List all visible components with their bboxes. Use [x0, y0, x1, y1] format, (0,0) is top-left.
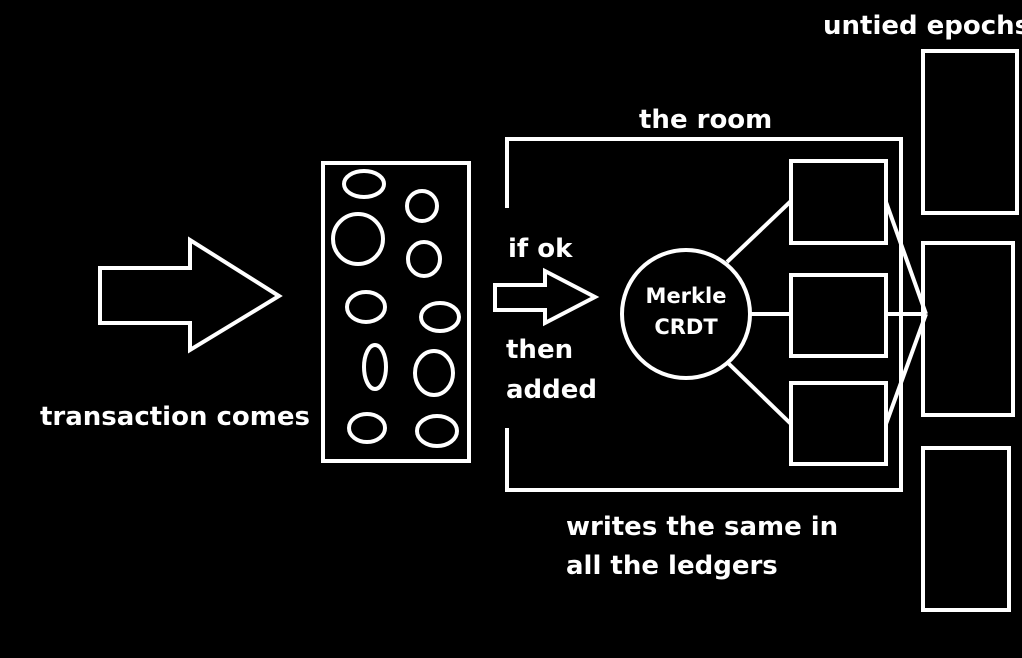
connector-line — [725, 360, 793, 426]
converge-line — [884, 313, 928, 425]
incoming-arrow — [98, 236, 283, 354]
connector-line — [725, 199, 793, 264]
bubble — [345, 290, 387, 324]
bubble — [331, 212, 385, 266]
writes-label-line1: writes the same in — [566, 512, 838, 542]
merkle-crdt-node — [620, 248, 752, 380]
bubble — [415, 414, 459, 448]
ledger-box — [789, 381, 888, 466]
mempool-box — [321, 161, 471, 463]
bubble — [406, 240, 442, 278]
epoch-box — [921, 241, 1015, 417]
transaction-label: transaction comes — [40, 402, 310, 432]
bubble — [342, 169, 386, 199]
epochs-label: untied epochs — [823, 11, 1022, 41]
room-label: the room — [639, 105, 772, 135]
epoch-box — [921, 49, 1019, 215]
ledger-box — [789, 273, 888, 358]
bubble — [413, 349, 455, 397]
if-ok-arrow — [493, 267, 600, 327]
epoch-box — [921, 446, 1011, 612]
then-label: then — [506, 335, 573, 365]
crdt-label: CRDT — [654, 315, 718, 339]
added-label: added — [506, 375, 597, 405]
writes-label-line2: all the ledgers — [566, 551, 778, 581]
merkle-label: Merkle — [646, 284, 727, 308]
if-ok-label: if ok — [508, 234, 573, 264]
bubble — [347, 412, 387, 444]
bubble — [419, 301, 461, 333]
mempool-bubbles — [331, 169, 461, 448]
ledger-box — [789, 159, 888, 245]
converge-line — [884, 201, 928, 315]
bubble — [362, 343, 388, 391]
bubble — [405, 189, 439, 223]
